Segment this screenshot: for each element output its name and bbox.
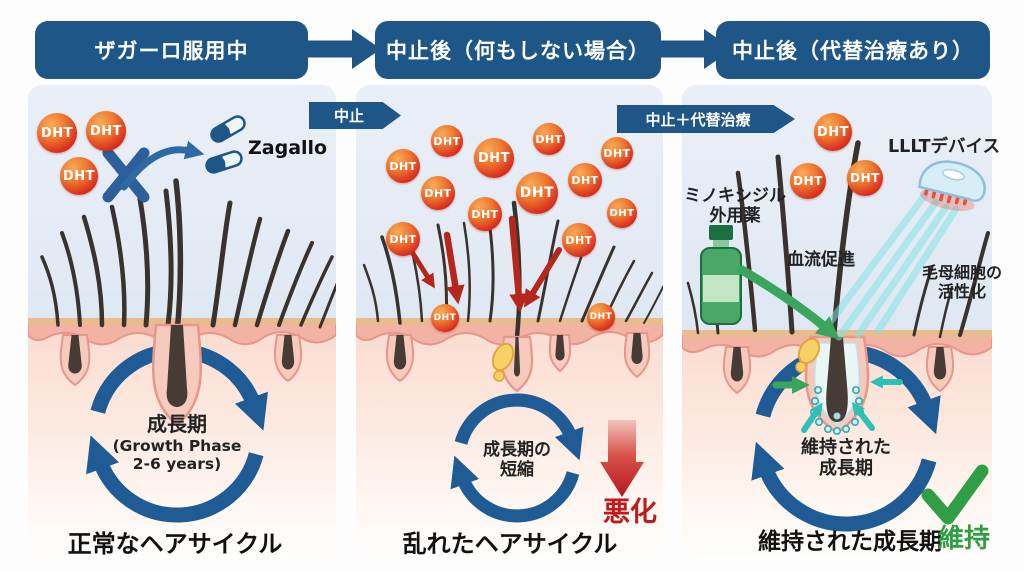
dht-molecule: DHT [474, 138, 514, 178]
sebum-drip [795, 361, 807, 373]
follicle-small [59, 334, 91, 387]
follicle-small [385, 334, 415, 383]
dht-molecule: DHT [568, 163, 602, 197]
dht-molecule: DHT [847, 160, 883, 196]
panel1-illustration [28, 115, 336, 562]
growth-phase-cycle-label: 成長期 (Growth Phase 2-6 years) [95, 412, 259, 473]
dht-molecule: DHT [562, 223, 596, 257]
panel3-illustration [682, 140, 992, 562]
check-icon [921, 464, 989, 525]
lllt-device-icon [918, 160, 986, 211]
panel-stopped-with-alternative [682, 85, 992, 562]
dht-molecule: DHT [421, 176, 455, 210]
dht-molecule: DHT [601, 137, 633, 169]
curved-arrow-icon [120, 140, 205, 191]
capsule-pill-icon [210, 115, 246, 143]
dht-attack-arrows [409, 215, 562, 313]
stop-plus-treatment-badge: 中止＋代替治療 [617, 105, 795, 133]
label-line: 毛母細胞の [921, 263, 1002, 282]
cycle-text-line: 2-6 years) [132, 454, 222, 473]
dht-molecule: DHT [386, 149, 420, 183]
zagallo-drug-label: Zagallo [248, 137, 328, 159]
maintained-growth-cycle-label: 維持された 成長期 [783, 437, 909, 479]
follicle-large [151, 323, 203, 427]
dht-molecule: DHT [37, 113, 77, 153]
lllt-device-label: LLLTデバイス [888, 137, 1000, 157]
blood-flow-label: 血流促進 [787, 250, 855, 270]
label-line: 活性化 [937, 281, 986, 301]
worsening-label: 悪化 [603, 497, 657, 528]
dht-molecule: DHT [516, 172, 558, 214]
worsening-arrow-icon [600, 420, 644, 497]
dht-molecule: DHT [587, 303, 615, 331]
header-panel-alternative: 中止後（代替治療あり） [716, 21, 990, 79]
stimulation-arrows [772, 375, 903, 433]
label-line: ミノキシジル [684, 186, 786, 206]
dht-molecule: DHT [431, 125, 463, 157]
capsule-pill-icon [205, 150, 243, 174]
label-line: 外用薬 [709, 206, 761, 227]
header-label: 中止後（何もしない場合） [386, 39, 650, 63]
header-label: 中止後（代替治療あり） [732, 39, 974, 63]
cycle-text-line: 維持された [801, 437, 891, 458]
sebum-blob [491, 342, 515, 372]
dht-molecule: DHT [86, 111, 126, 151]
dht-molecule: DHT [533, 123, 565, 155]
shortened-growth-cycle-label: 成長期の 短縮 [450, 440, 584, 480]
hair-cycle-arrow [450, 393, 584, 523]
cycle-text-line: 成長期 [819, 458, 873, 480]
cycle-text-line: 短縮 [500, 460, 534, 481]
hair-matrix-activation-label: 毛母細胞の 活性化 [910, 263, 1014, 302]
stop-badge: 中止 [309, 102, 401, 129]
dht-molecule: DHT [386, 222, 420, 256]
maintained-label: 維持 [937, 524, 990, 554]
dht-molecule: DHT [60, 157, 98, 195]
follicle-miniaturized [491, 335, 534, 393]
blood-flow-arrow-icon [737, 265, 840, 340]
header-panel-stopped: 中止後（何もしない場合） [375, 21, 661, 79]
hair-follicles [385, 332, 651, 393]
dht-molecule: DHT [468, 197, 502, 231]
follicle-small [273, 334, 303, 383]
cycle-text-line: 成長期 [147, 412, 207, 436]
stop-badge-label: 中止 [333, 107, 364, 125]
minoxidil-bottle-icon [700, 225, 742, 325]
follicle-small [925, 346, 955, 393]
dht-molecule: DHT [431, 304, 459, 332]
follicle-small [722, 346, 752, 395]
panel2-illustration [356, 200, 663, 562]
healthy-hairs [40, 178, 336, 335]
minoxidil-label: ミノキシジル 外用薬 [676, 186, 794, 226]
cycle-text-line: (Growth Phase [112, 436, 242, 455]
dht-molecule: DHT [814, 113, 852, 151]
sebum-drip [493, 370, 505, 382]
hair-follicles [722, 346, 955, 395]
follicle-small [623, 332, 651, 379]
x-mark-icon [102, 147, 150, 203]
cycle-text-line: 成長期の [483, 440, 551, 460]
hair-follicles [59, 323, 303, 427]
header-panel-taking: ザガーロ服用中 [35, 21, 308, 79]
dht-blocked-icon [102, 115, 246, 203]
dht-molecule: DHT [607, 198, 637, 228]
panel1-caption: 正常なヘアサイクル [67, 530, 283, 558]
follicle-small [548, 334, 572, 373]
header-label: ザガーロ服用中 [94, 39, 249, 63]
panel3-caption: 維持された成長期 [758, 529, 942, 555]
dht-molecule: DHT [790, 163, 826, 199]
panel2-caption: 乱れたヘアサイクル [402, 530, 618, 558]
stop-plus-badge-label: 中止＋代替治療 [645, 110, 751, 129]
